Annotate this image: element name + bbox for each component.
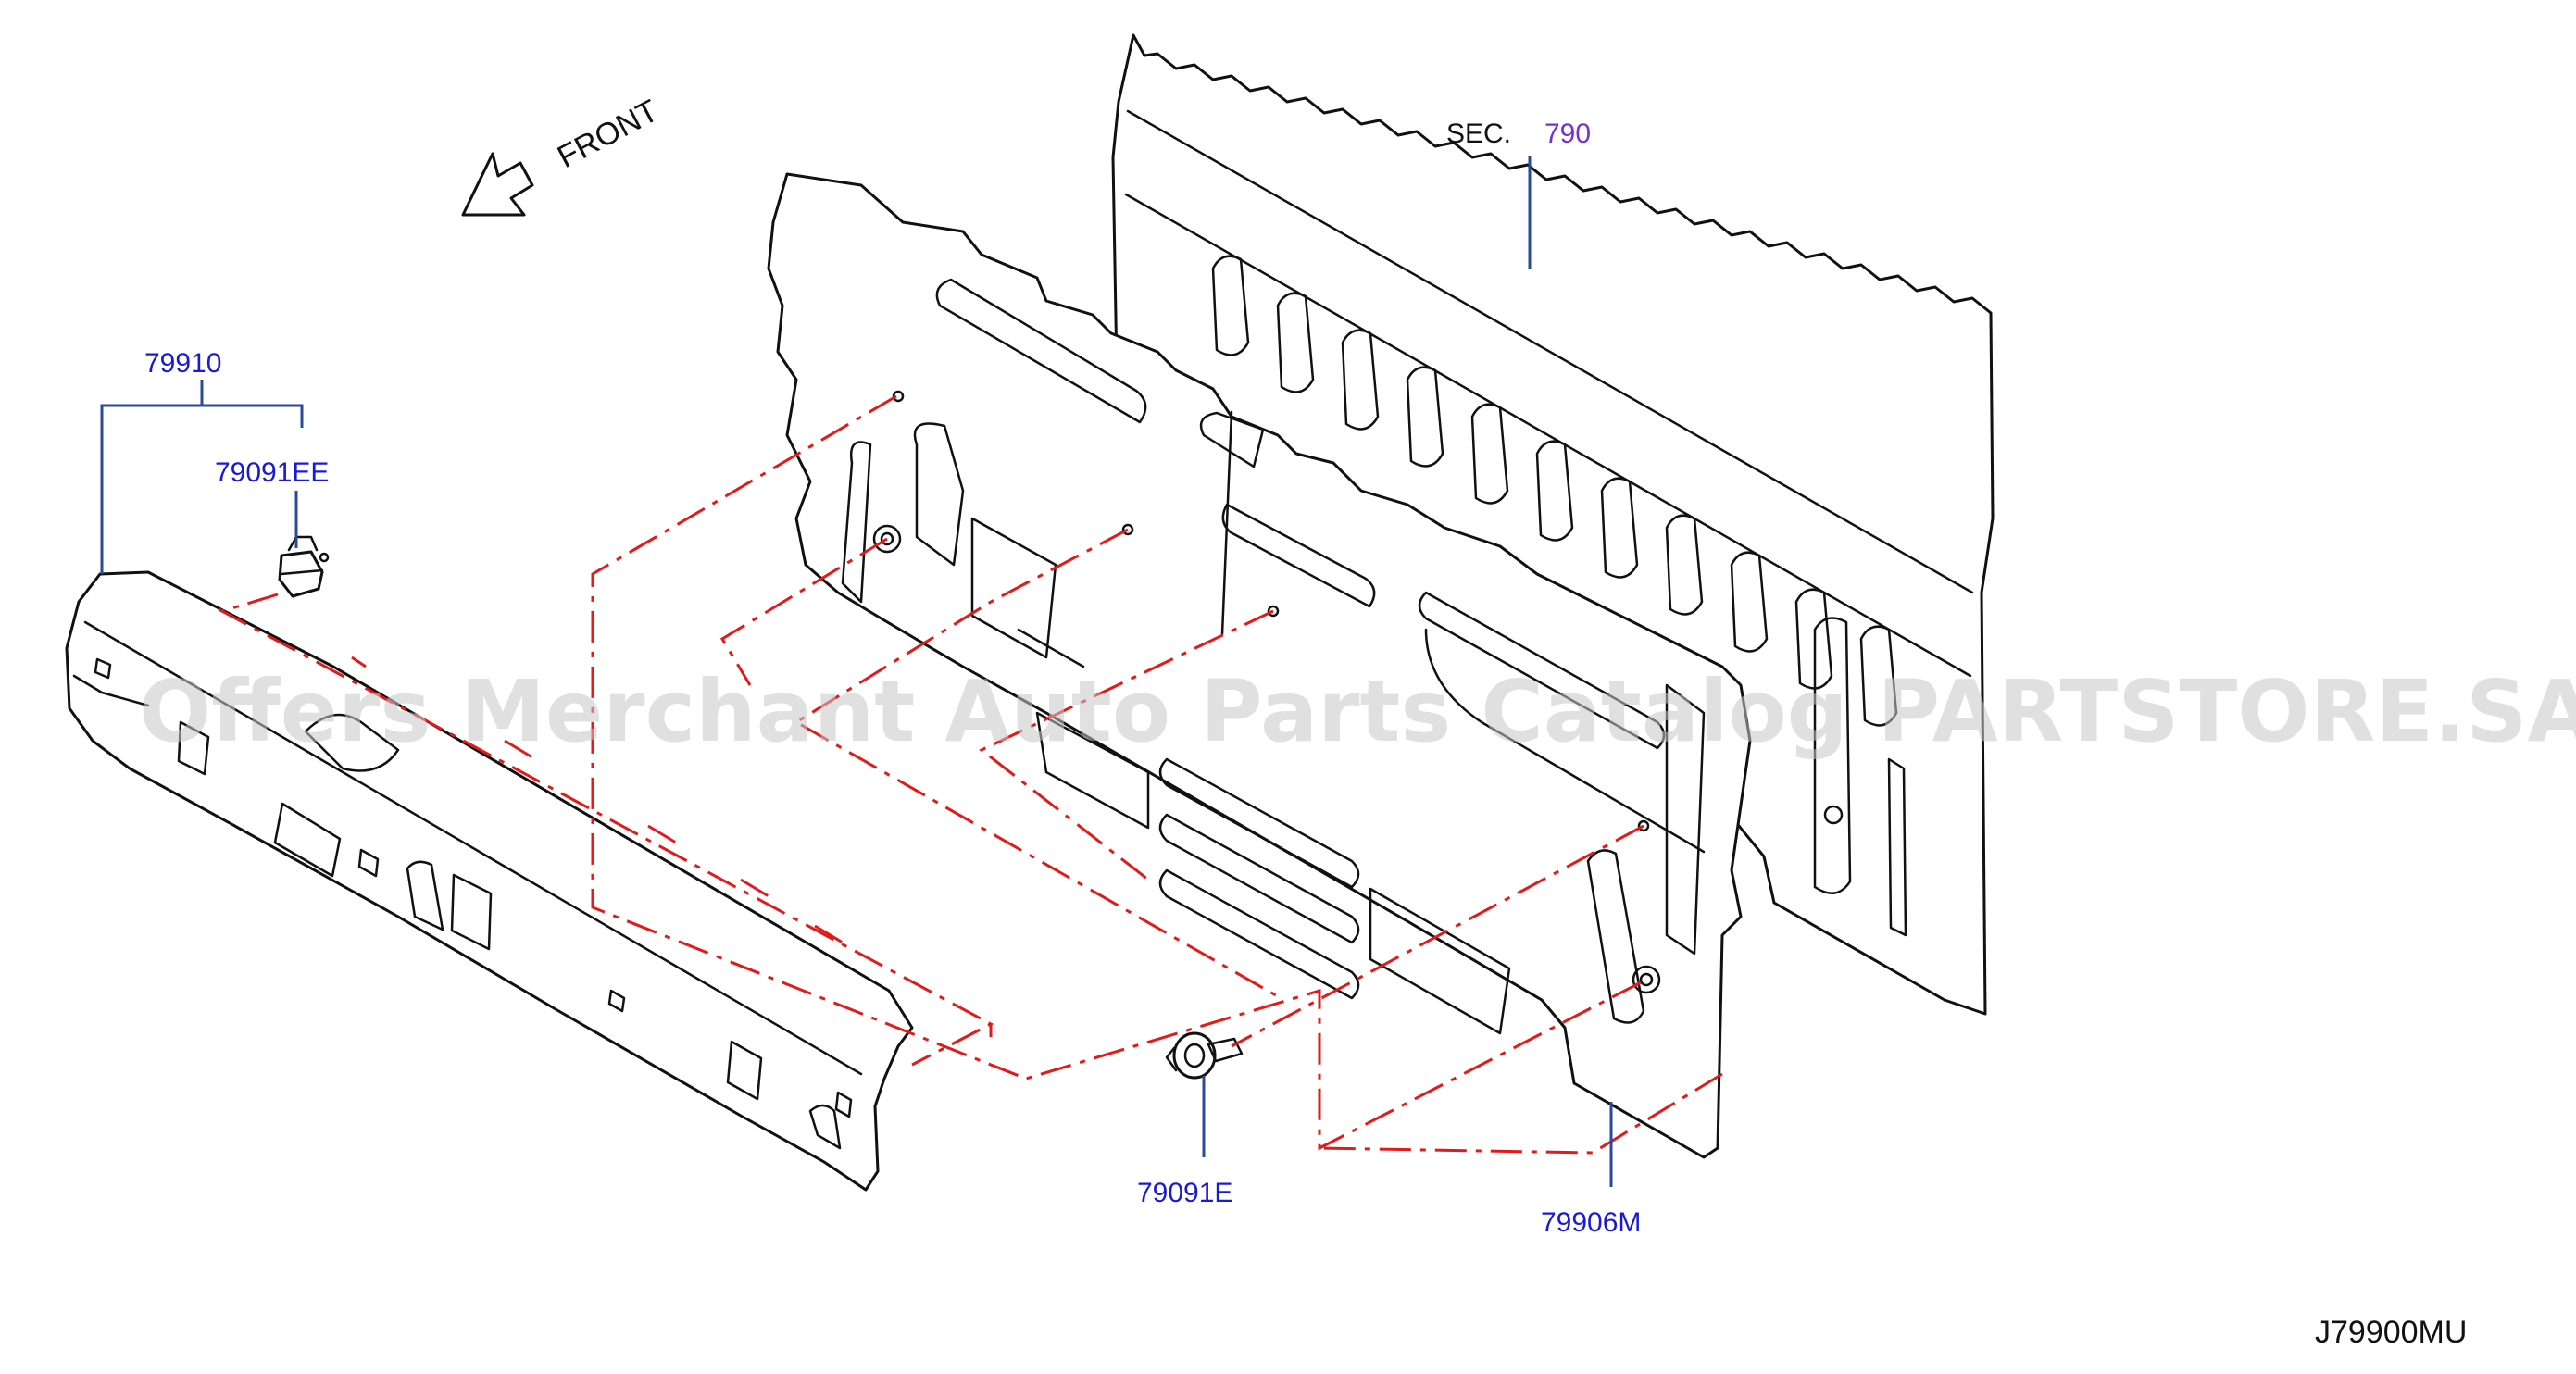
front-label: FRONT: [552, 94, 664, 176]
front-direction-arrow: FRONT: [461, 94, 664, 217]
clip-79091e: [1165, 1031, 1244, 1080]
rear-trim-panel-79906m: [767, 172, 1752, 1159]
callout-79906m: 79906M: [1541, 1207, 1641, 1238]
section-ref-prefix: SEC.: [1446, 119, 1511, 149]
diagram-code: J79900MU: [2315, 1315, 2467, 1350]
panel-rib-slots: [1211, 255, 1898, 727]
callout-79091e: 79091E: [1137, 1178, 1232, 1208]
assembly-lines: [218, 394, 1723, 1155]
clip-79091ee: [278, 535, 330, 598]
section-ref-number[interactable]: 790: [1544, 119, 1591, 149]
callout-79091ee: 79091EE: [215, 457, 329, 488]
sill-trim-79910: [65, 570, 914, 1192]
callout-79910: 79910: [144, 348, 221, 379]
leader-lines: [100, 156, 1613, 1187]
watermark: Offers Merchant Auto Parts Catalog PARTS…: [139, 662, 2576, 761]
